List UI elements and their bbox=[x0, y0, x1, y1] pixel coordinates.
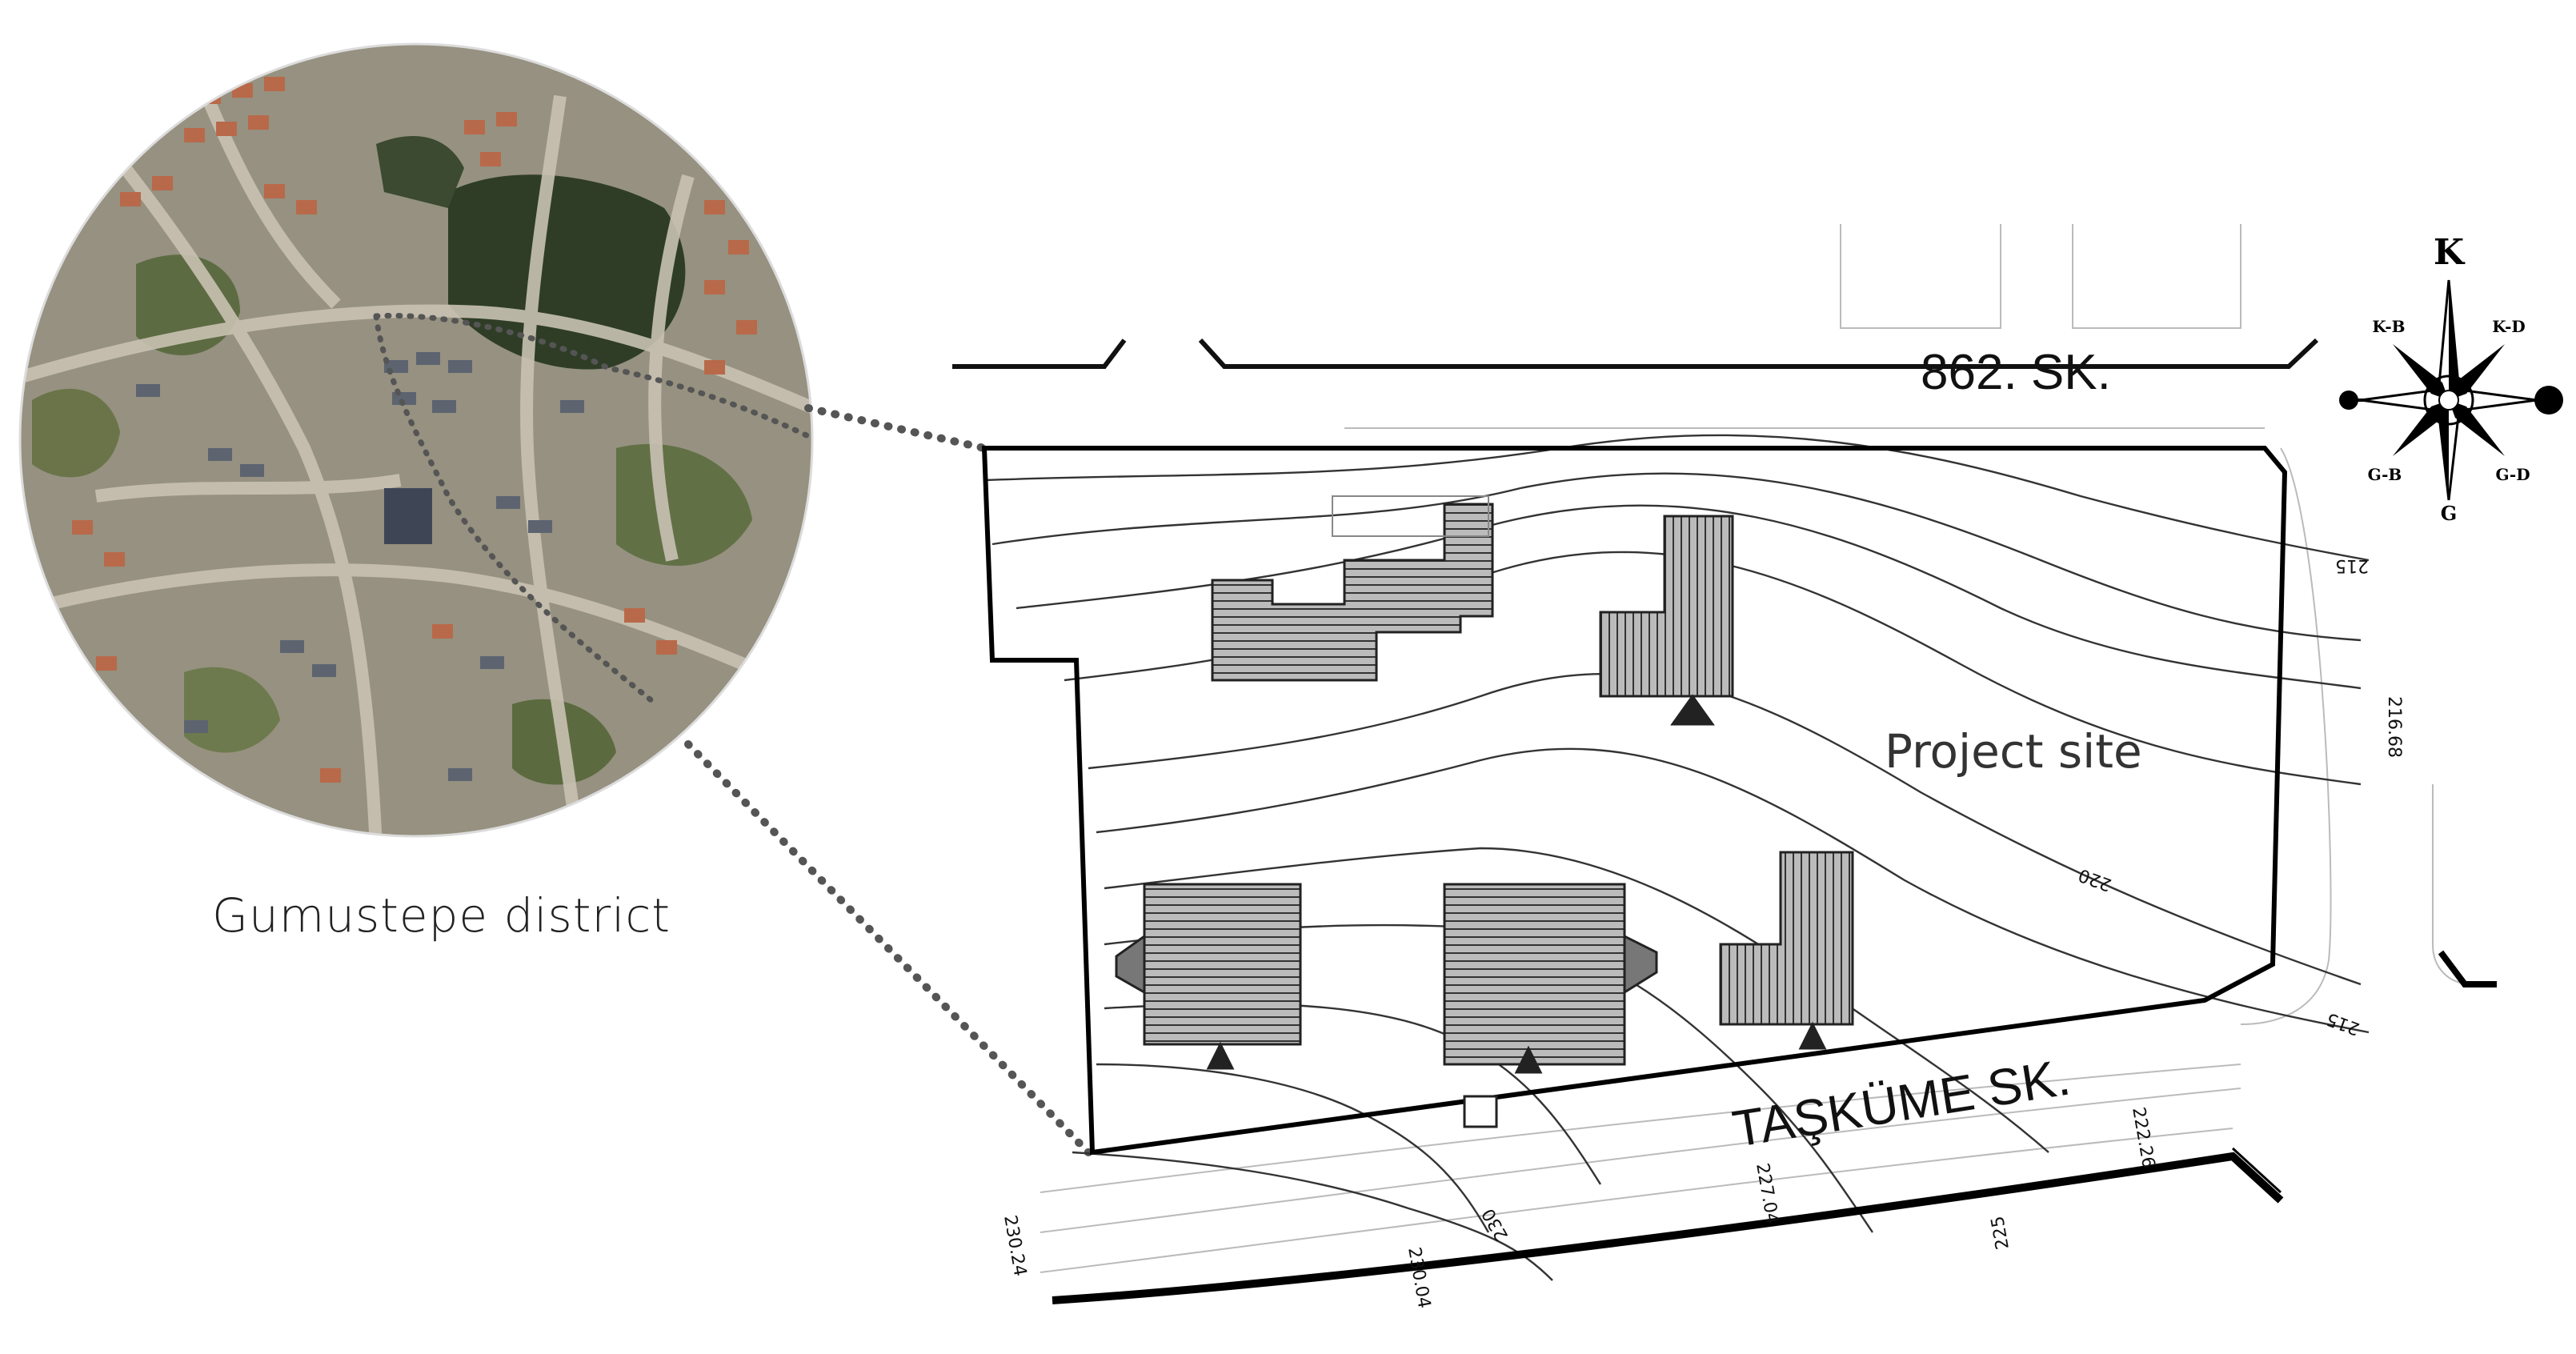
north-street-label: 862. SK. bbox=[1921, 345, 2111, 400]
contour-label: 230.04 bbox=[1404, 1246, 1434, 1310]
satellite-inset bbox=[20, 44, 812, 836]
building-block-1 bbox=[1211, 495, 1494, 682]
leader-lines bbox=[684, 404, 1092, 1156]
project-site-label: Project site bbox=[1885, 724, 2142, 779]
north-street-edges bbox=[952, 338, 2319, 369]
contour-lines bbox=[984, 434, 2370, 1281]
compass-sw-label: G-B bbox=[2368, 465, 2402, 484]
road-outlines bbox=[1040, 224, 2474, 1273]
district-label: Gumustepe district bbox=[212, 888, 671, 943]
contour-label: 227.04 bbox=[1752, 1162, 1782, 1226]
contour-label: 230.24 bbox=[1000, 1214, 1030, 1278]
compass-south-label: G bbox=[2441, 502, 2458, 525]
building-block-4 bbox=[1443, 883, 1658, 1128]
compass-rose bbox=[2339, 279, 2563, 501]
contour-label: 230 bbox=[1479, 1205, 1513, 1244]
contour-label: 215 bbox=[2335, 555, 2369, 575]
compass-north-label: K bbox=[2434, 232, 2466, 273]
contour-label: 215 bbox=[2324, 1008, 2362, 1039]
south-street-edges bbox=[1052, 950, 2497, 1304]
contour-label: 222.26 bbox=[2128, 1106, 2158, 1170]
inset-circle-border bbox=[18, 42, 814, 838]
contour-label: 220 bbox=[2076, 864, 2114, 895]
building-block-2 bbox=[1599, 515, 1734, 726]
building-block-5 bbox=[1719, 851, 1854, 1050]
site-boundary bbox=[981, 446, 2288, 1156]
contour-label: 216.68 bbox=[2384, 696, 2404, 758]
compass-nw-label: K-B bbox=[2372, 317, 2405, 336]
compass-se-label: G-D bbox=[2495, 465, 2530, 484]
building-block-3 bbox=[1115, 883, 1302, 1070]
contour-label: 225 bbox=[1988, 1215, 2013, 1252]
compass-ne-label: K-D bbox=[2492, 317, 2526, 336]
